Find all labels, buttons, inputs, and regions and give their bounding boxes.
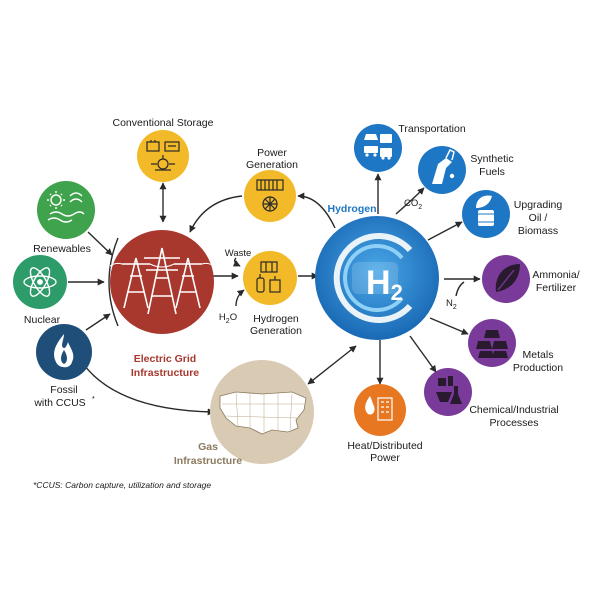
- synthetic-label-2: Fuels: [479, 166, 505, 178]
- fossil-label-sup: *: [92, 396, 95, 403]
- hydrogen-ring-icon: [333, 233, 413, 323]
- electric-grid-node: Electric Grid Infrastructure: [109, 230, 215, 379]
- electric-grid-label-1: Electric Grid: [134, 353, 196, 365]
- h2-symbol: H2: [366, 264, 403, 305]
- battery-storage-icon: [146, 140, 180, 171]
- arrow-h2-to-powergen: [297, 192, 336, 229]
- us-map-icon: [219, 391, 307, 435]
- arrow-waste-to-h2gen: [232, 257, 241, 267]
- chemical-label-1: Chemical/Industrial: [469, 404, 558, 416]
- metals-label-1: Metals: [523, 349, 554, 361]
- arrow-h2o-to-h2gen: [235, 289, 245, 307]
- turbine-icon: [256, 179, 284, 212]
- hydrogen-generation-label-1: Hydrogen: [253, 313, 299, 325]
- nuclear-node: Nuclear: [13, 255, 67, 326]
- heat-label-1: Heat/Distributed: [347, 440, 422, 452]
- synthetic-fuels-node: Synthetic Fuels CO2: [404, 146, 514, 211]
- gas-infrastructure-node: Gas Infrastructure: [174, 360, 314, 467]
- nuclear-label: Nuclear: [24, 314, 61, 326]
- chemical-label-2: Processes: [489, 417, 538, 429]
- arrow-n2-to-ammonia: [455, 281, 465, 297]
- atom-icon: [23, 267, 57, 297]
- hydrogen-generation-label-2: Generation: [250, 325, 302, 337]
- power-towers-icon: [109, 247, 215, 315]
- arrow-fossil-to-grid: [85, 313, 111, 331]
- ammonia-node: Ammonia/ Fertilizer N2: [446, 255, 580, 311]
- arrow-powergen-to-grid: [189, 195, 243, 233]
- gas-label-2: Infrastructure: [174, 455, 242, 467]
- hydrogen-generation-node: Waste H2O Hydrogen Generation: [219, 248, 302, 337]
- ccus-footnote: *CCUS: Carbon capture, utilization and s…: [33, 480, 211, 490]
- oil-barrel-leaf-icon: [476, 195, 494, 226]
- flame-icon: [54, 334, 74, 368]
- chemistry-flasks-icon: [436, 376, 462, 404]
- heat-label-2: Power: [370, 452, 400, 464]
- arc-grid-input: [108, 237, 119, 327]
- co2-label: CO2: [404, 198, 422, 211]
- fossil-label-1: Fossil: [50, 384, 77, 396]
- power-generation-label-2: Generation: [246, 159, 298, 171]
- metal-ingots-icon: [476, 330, 508, 358]
- vehicles-icon: [364, 134, 392, 160]
- upgrading-node: Upgrading Oil / Biomass: [462, 190, 562, 238]
- arrow-co2-to-synth: [395, 187, 425, 215]
- building-flame-icon: [365, 396, 393, 421]
- renewables-node: Renewables: [33, 181, 95, 255]
- arrow-h2-to-metals: [429, 317, 469, 335]
- h2o-label: H2O: [219, 312, 237, 325]
- n2-label: N2: [446, 298, 457, 311]
- upgrading-label-3: Biomass: [518, 225, 558, 237]
- heat-node: Heat/Distributed Power: [347, 384, 423, 464]
- fuel-pump-icon: [432, 148, 455, 184]
- upgrading-label-2: Oil /: [529, 212, 548, 224]
- arrow-h2-to-chemical: [409, 335, 437, 373]
- chemical-node: Chemical/Industrial Processes: [424, 368, 559, 429]
- waste-label: Waste: [225, 248, 252, 259]
- electrolyzer-icon: [256, 261, 281, 293]
- power-generation-node: Power Generation: [244, 147, 298, 222]
- ammonia-label-1: Ammonia/: [532, 269, 579, 281]
- fossil-label-2: with CCUS: [33, 397, 85, 409]
- ammonia-label-2: Fertilizer: [536, 282, 577, 294]
- hydrogen-hub-node: H2 Hydrogen: [315, 203, 439, 340]
- arrow-h2-to-upgrading: [427, 221, 463, 241]
- metals-node: Metals Production: [468, 319, 563, 374]
- arrow-gas-hydrogen: [307, 345, 357, 385]
- power-generation-label-1: Power: [257, 147, 287, 159]
- synthetic-label-1: Synthetic: [470, 153, 513, 165]
- hydrogen-label: Hydrogen: [327, 203, 376, 215]
- conventional-storage-label: Conventional Storage: [113, 117, 214, 129]
- transportation-label: Transportation: [398, 123, 465, 135]
- fossil-node: Fossil with CCUS *: [33, 324, 95, 409]
- leaf-icon: [495, 264, 520, 292]
- solar-wind-water-icon: [47, 191, 85, 223]
- upgrading-label-1: Upgrading: [514, 199, 563, 211]
- renewables-label: Renewables: [33, 243, 91, 255]
- arrow-renewables-to-grid: [87, 231, 113, 256]
- transportation-node: Transportation: [354, 123, 466, 172]
- metals-label-2: Production: [513, 362, 563, 374]
- electric-grid-label-2: Infrastructure: [131, 367, 199, 379]
- conventional-storage-node: Conventional Storage: [113, 117, 214, 182]
- gas-label-1: Gas: [198, 441, 218, 453]
